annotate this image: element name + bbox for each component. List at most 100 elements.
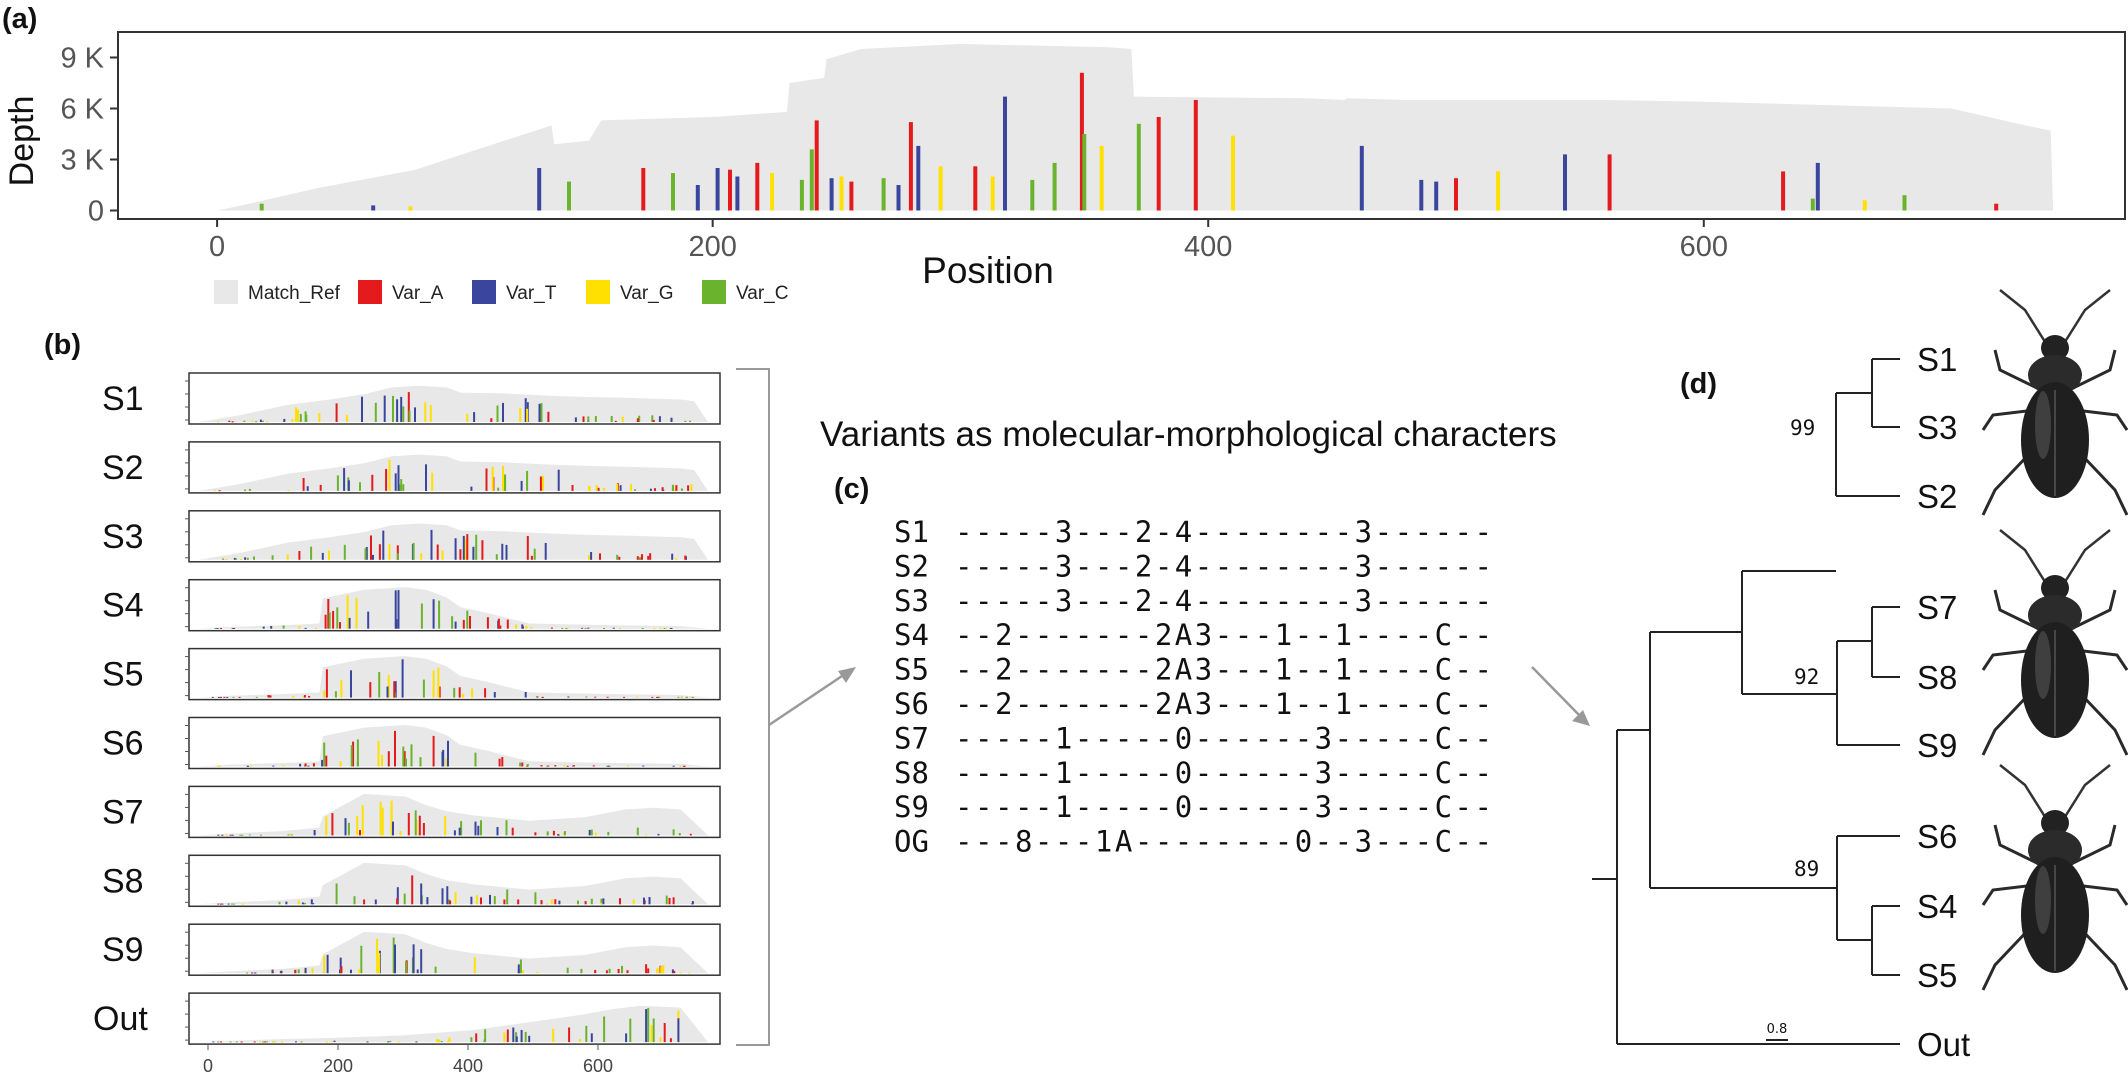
variant-bar (608, 765, 611, 767)
variant-bar (339, 622, 341, 629)
arrow-c-to-d-head (1572, 710, 1590, 726)
variant-bar (402, 484, 405, 491)
variant-bar (361, 396, 363, 422)
variant-bar (647, 1008, 650, 1043)
variant-bar (453, 687, 456, 698)
variant-bar (248, 488, 251, 491)
variant-bar (327, 599, 330, 629)
variant-bar (388, 459, 391, 491)
variant-bar (438, 686, 441, 698)
legend-label: Var_A (392, 283, 444, 304)
variant-bar (1136, 123, 1141, 211)
variant-bar (392, 937, 395, 974)
variant-bar (582, 416, 585, 422)
variant-bar (528, 1035, 531, 1043)
variant-bar (425, 475, 427, 491)
variant-bar (547, 411, 550, 422)
variant-bar (325, 669, 328, 698)
variant-bar (325, 816, 328, 836)
variant-bar (594, 416, 597, 422)
variant-bar (420, 883, 423, 905)
variant-bar (600, 902, 603, 905)
panel-a-y-ticks: 03 K6 K9 K (60, 43, 118, 228)
matrix-row-characters: --2-------2A3---1--1----C-- (955, 687, 1492, 721)
panel-d-label: (d) (1680, 368, 1717, 400)
variant-bar (534, 832, 537, 836)
variant-bar (1862, 200, 1867, 211)
variant-bar (641, 554, 643, 560)
variant-bar (474, 821, 477, 836)
variant-bar (489, 894, 491, 905)
variant-bar (475, 534, 478, 560)
variant-bar (505, 544, 508, 560)
tree-tip-label: S7 (1917, 589, 1957, 626)
tree-tip-label: S4 (1917, 888, 1957, 925)
phylogenetic-tree (1592, 358, 1900, 1045)
variant-bar (244, 557, 247, 560)
variant-bar (358, 969, 361, 974)
variant-bar (502, 465, 504, 491)
variant-bar (470, 1037, 473, 1043)
variant-bar (312, 763, 315, 767)
variant-bar (441, 888, 444, 905)
variant-bar (299, 763, 302, 767)
variant-bar (688, 972, 691, 974)
variant-bar (346, 595, 349, 629)
variant-bar (331, 813, 334, 836)
beetle-leg (1981, 448, 2035, 516)
variant-bar (218, 490, 221, 492)
matrix-row-name: S2 (894, 549, 929, 583)
variant-bar (444, 816, 447, 836)
variant-bar (272, 765, 275, 767)
variant-bar (233, 903, 236, 905)
variant-bar (363, 899, 366, 905)
variant-bar (1231, 135, 1235, 211)
variant-bar (374, 899, 377, 905)
variant-bar (418, 815, 421, 836)
variant-bar (420, 553, 423, 560)
variant-bar (671, 173, 675, 211)
variant-bar (473, 412, 476, 422)
variant-bar (448, 1037, 451, 1043)
variant-bar (563, 765, 566, 767)
variant-bar (301, 902, 304, 905)
variant-bar (563, 831, 566, 836)
variant-bar (285, 901, 288, 905)
variant-bar (458, 687, 461, 698)
variant-bar (480, 820, 482, 836)
variant-bar (588, 555, 590, 560)
variant-bar (398, 1041, 401, 1043)
variant-bar (335, 403, 338, 422)
variant-bar (231, 628, 234, 629)
variant-bar (671, 484, 674, 491)
beetle-leg (2075, 923, 2128, 991)
variant-bar (271, 555, 274, 560)
variant-bar (369, 682, 372, 698)
variant-bar (449, 900, 452, 905)
variant-bar (672, 765, 675, 767)
variant-bar (605, 970, 608, 974)
variant-bar (415, 1041, 418, 1043)
variant-bar (599, 553, 601, 560)
variant-bar (430, 529, 433, 560)
variant-bar (621, 416, 624, 422)
variant-bar (253, 1041, 256, 1043)
variant-bar (355, 597, 358, 629)
beetle-antenna (1999, 289, 2049, 346)
variant-bar (938, 166, 943, 211)
x-axis-label: Position (922, 250, 1054, 291)
variant-bar (557, 469, 560, 491)
tree-tip-label: S1 (1917, 341, 1957, 378)
variant-bar (525, 625, 528, 629)
variant-bar (385, 468, 388, 491)
variant-bar (365, 547, 368, 560)
variant-bar (1099, 145, 1104, 211)
variant-bar (432, 670, 435, 698)
variant-bar (244, 489, 247, 491)
beetle-highlight (2035, 631, 2051, 699)
variant-bar (396, 545, 399, 560)
variant-bar (419, 757, 422, 767)
variant-bar (371, 205, 376, 211)
variant-bar (485, 468, 488, 491)
